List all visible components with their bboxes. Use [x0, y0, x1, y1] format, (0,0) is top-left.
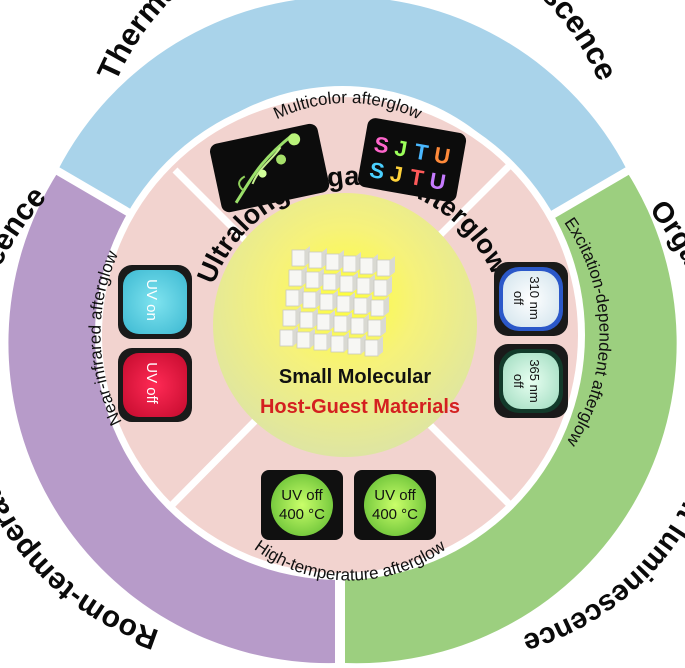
sjtu-bottom-u: U — [428, 168, 448, 195]
cube-lattice — [279, 246, 395, 357]
multicolor-sjtu-photo: S J T U S J T U — [357, 118, 467, 202]
lattice-cube — [285, 289, 300, 307]
nm310-label-b: off — [511, 291, 526, 306]
lattice-cube-side — [384, 296, 389, 316]
lattice-cube-side — [390, 256, 395, 276]
core-line2: Host-Guest Materials — [260, 396, 460, 418]
lattice-cube — [350, 317, 365, 335]
nm310-label-a: 310 nm — [527, 276, 542, 319]
lattice-cube — [291, 249, 306, 267]
sjtu-bottom-t: T — [408, 164, 426, 191]
lattice-cube — [316, 313, 331, 331]
lattice-cube — [313, 333, 328, 351]
lattice-cube — [333, 315, 348, 333]
lattice-cube — [359, 257, 374, 275]
lattice-cube — [282, 309, 297, 327]
uv-off-red-photo: UV off — [118, 348, 192, 422]
lattice-cube — [339, 275, 354, 293]
lattice-cube — [342, 255, 357, 273]
lattice-cube — [353, 297, 368, 315]
lattice-cube — [305, 271, 320, 289]
lattice-cube-side — [378, 336, 383, 356]
lattice-cube — [370, 299, 385, 317]
sjtu-top-s: S — [372, 131, 391, 158]
outer-segment-right — [345, 172, 677, 664]
lattice-cube — [325, 253, 340, 271]
excitation-365-photo: 365 nm off — [494, 344, 568, 418]
sjtu-bottom-j: J — [388, 161, 404, 188]
lattice-cube — [364, 339, 379, 357]
lattice-cube — [376, 259, 391, 277]
lattice-cube — [347, 337, 362, 355]
core-line1: Small Molecular — [279, 366, 431, 388]
lattice-cube-side — [381, 316, 386, 336]
lattice-cube — [330, 335, 345, 353]
nm365-label-b: off — [511, 374, 526, 389]
outer-segment-top — [58, 0, 627, 220]
uv-on-label: UV on — [143, 279, 160, 321]
ht2-label-b: 400 °C — [372, 506, 418, 523]
ht1-label-a: UV off — [281, 487, 323, 504]
lattice-cube — [373, 279, 388, 297]
lattice-cube — [356, 277, 371, 295]
excitation-310-photo: 310 nm off — [494, 262, 568, 336]
lattice-cube — [322, 273, 337, 291]
uv-on-photo: UV on — [118, 265, 192, 339]
high-temp-photo-2: UV off 400 °C — [354, 470, 436, 540]
lattice-cube — [367, 319, 382, 337]
high-temp-photo-1: UV off 400 °C — [261, 470, 343, 540]
outer-ring — [8, 0, 677, 668]
lattice-cube — [319, 293, 334, 311]
lattice-cube-side — [387, 276, 392, 296]
uv-off-red-label: UV off — [143, 362, 160, 404]
sjtu-top-u: U — [432, 142, 452, 169]
nm365-label-a: 365 nm — [527, 359, 542, 402]
lattice-cube — [308, 251, 323, 269]
lattice-cube — [302, 291, 317, 309]
lattice-cube — [336, 295, 351, 313]
multicolor-plant-photo — [209, 123, 330, 213]
sjtu-top-t: T — [412, 139, 430, 166]
ht1-label-b: 400 °C — [279, 506, 325, 523]
lattice-cube — [288, 269, 303, 287]
ht2-label-a: UV off — [374, 487, 416, 504]
sjtu-top-j: J — [393, 135, 409, 162]
outer-segment-left — [8, 172, 335, 664]
sjtu-bottom-s: S — [368, 157, 387, 184]
lattice-cube — [279, 329, 294, 347]
lattice-cube — [299, 311, 314, 329]
lattice-cube — [296, 331, 311, 349]
